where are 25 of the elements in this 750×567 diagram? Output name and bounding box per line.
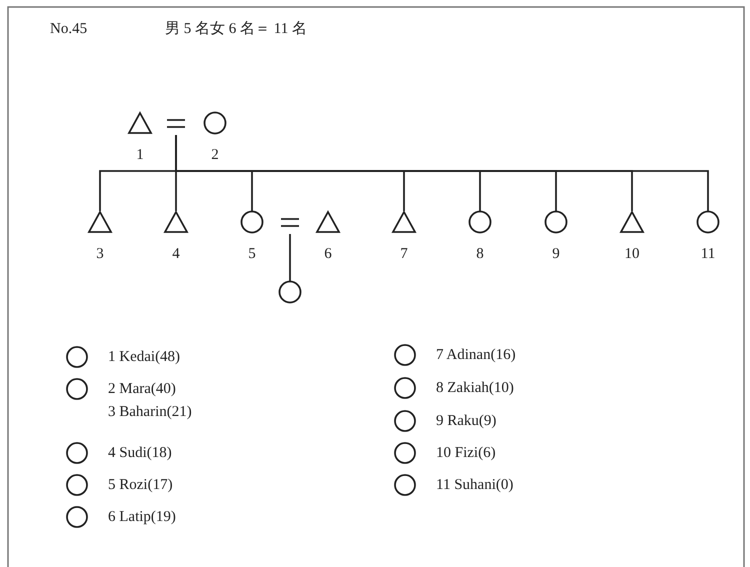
legend-text: 5 Rozi(17) (108, 476, 173, 494)
legend-text: 2 Mara(40) (108, 380, 176, 398)
header-text: 男 5 名女 6 名＝ 11 名 (165, 20, 307, 38)
legend-text: 6 Latip(19) (108, 508, 176, 526)
legend-text: 9 Raku(9) (436, 412, 496, 430)
legend-text: 4 Sudi(18) (108, 444, 172, 462)
legend-text: 7 Adinan(16) (436, 346, 516, 364)
person-number: 11 (700, 247, 716, 262)
legend-text: 1 Kedai(48) (108, 348, 180, 366)
legend-text: 3 Baharin(21) (108, 403, 192, 421)
legend-text: 11 Suhani(0) (436, 476, 514, 494)
person-number: 6 (323, 247, 333, 262)
person-number: 5 (247, 247, 257, 262)
legend-text: 8 Zakiah(10) (436, 379, 514, 397)
person-number: 2 (210, 148, 220, 163)
person-number: 3 (95, 247, 105, 262)
person-number: 1 (135, 148, 145, 163)
descent-line (289, 234, 291, 281)
header-text: No.45 (50, 20, 88, 38)
legend-text: 10 Fizi(6) (436, 444, 496, 462)
person-number: 8 (475, 247, 485, 262)
person-number: 9 (551, 247, 561, 262)
person-number: 10 (624, 247, 640, 262)
person-number: 7 (399, 247, 409, 262)
person-number: 4 (171, 247, 181, 262)
